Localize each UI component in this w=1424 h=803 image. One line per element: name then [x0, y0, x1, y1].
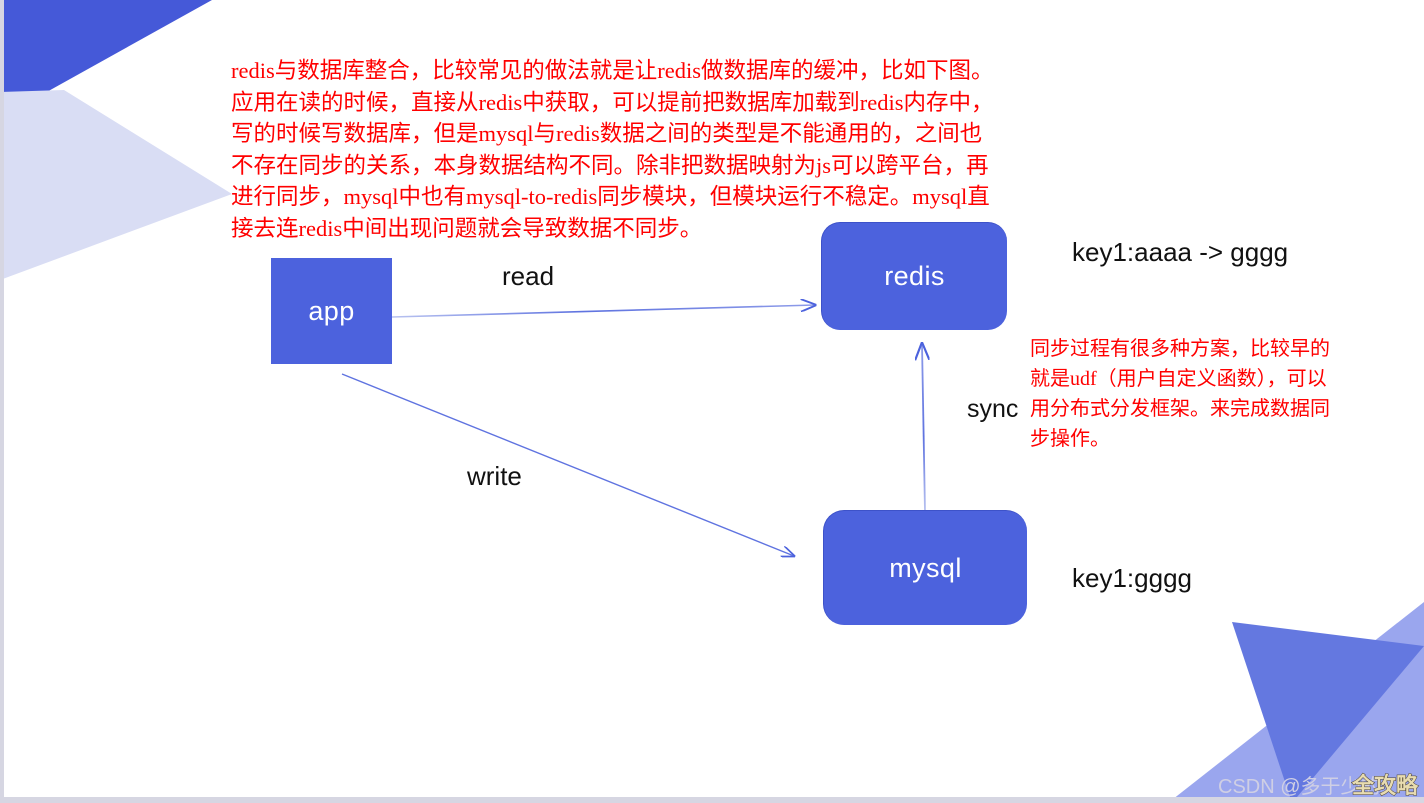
caption-redis-key-value: key1:aaaa -> gggg: [1072, 237, 1289, 267]
annotation-sync-note: 同步过程有很多种方案，比较早的 就是udf（用户自定义函数），可以 用分布式分发…: [1030, 338, 1330, 450]
annotation-main-note: redis与数据库整合，比较常见的做法就是让redis做数据库的缓冲，比如下图。…: [231, 58, 994, 241]
edge-label-read: read: [502, 261, 555, 291]
watermark-text: CSDN @多于少的: [1218, 776, 1381, 798]
edge-read-arrow: [391, 305, 815, 318]
caption-mysql-key-value: key1:gggg: [1072, 563, 1192, 593]
diagram-node-redis[interactable]: redis: [821, 222, 1007, 330]
diagram-node-mysql[interactable]: mysql: [823, 510, 1027, 625]
edge-write-arrow: [341, 373, 794, 556]
edge-label-write: write: [467, 461, 522, 491]
edge-label-sync: sync: [967, 395, 1019, 423]
watermark-badge: 全攻略: [1351, 773, 1419, 799]
edge-sync-arrow: [922, 344, 925, 513]
diagram-node-app[interactable]: app: [271, 258, 392, 364]
